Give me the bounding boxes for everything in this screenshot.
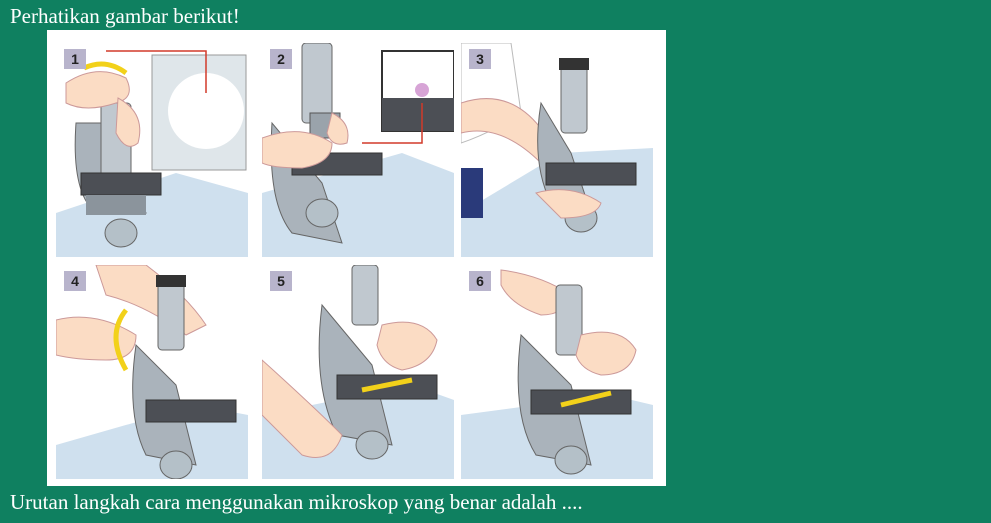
panel-4: 4: [56, 265, 248, 479]
microscope-mirror-adjust-icon: [56, 43, 248, 257]
intro-text: Perhatikan gambar berikut!: [10, 4, 240, 29]
panel-number: 6: [469, 271, 491, 291]
panel-3: 3: [461, 43, 653, 257]
microscope-move-slide-icon: [262, 265, 454, 479]
microscope-coarse-focus-icon: [56, 265, 248, 479]
panel-2: 2: [262, 43, 454, 257]
panel-number: 2: [270, 49, 292, 69]
microscope-steps-figure: 1 2: [47, 30, 666, 486]
panel-number: 4: [64, 271, 86, 291]
microscope-fine-adjust-icon: [461, 265, 653, 479]
microscope-place-slide-icon: [262, 43, 454, 257]
panel-number: 1: [64, 49, 86, 69]
panel-1: 1: [56, 43, 248, 257]
question-text: Urutan langkah cara menggunakan mikrosko…: [10, 490, 583, 515]
microscope-carry-icon: [461, 43, 653, 257]
panel-number: 3: [469, 49, 491, 69]
panel-5: 5: [262, 265, 454, 479]
panel-number: 5: [270, 271, 292, 291]
panel-6: 6: [461, 265, 653, 479]
